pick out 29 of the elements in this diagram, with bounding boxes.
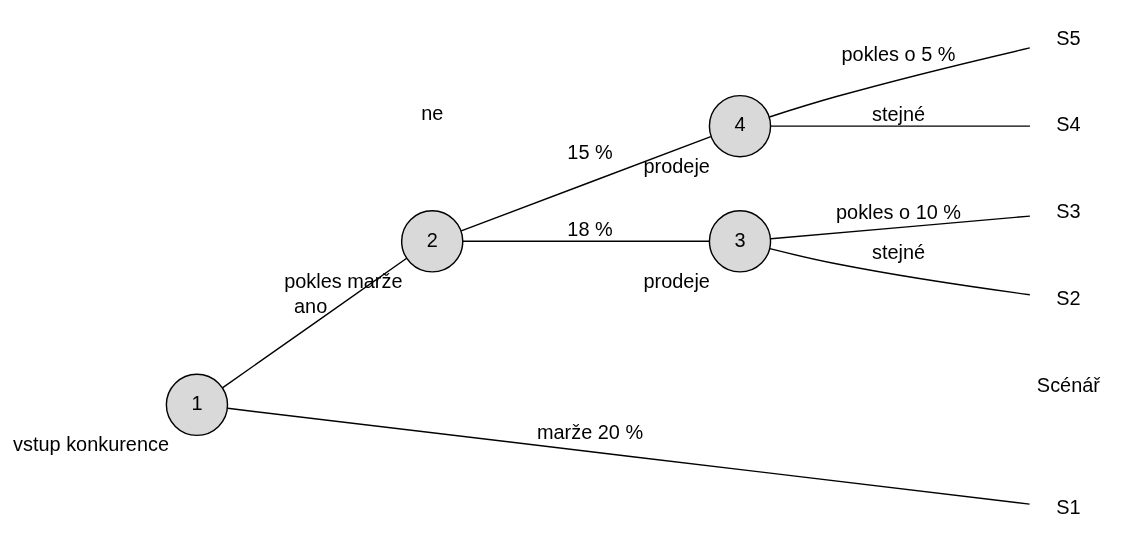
edge-label: marže 20 % — [536, 421, 644, 444]
connector — [460, 135, 712, 232]
edge-label: pokles o 5 % — [841, 43, 956, 66]
node-circle: 1 — [165, 373, 229, 437]
edge-label: stejné — [871, 102, 926, 125]
node-text: S1 — [1056, 495, 1081, 518]
node-label: prodeje — [643, 154, 710, 177]
connector — [227, 407, 1031, 505]
edge-label: ano — [294, 294, 328, 317]
node-circle: 4 — [708, 94, 772, 158]
connector — [769, 247, 1031, 296]
connector — [770, 125, 1031, 127]
edge-label: pokles o 10 % — [836, 200, 961, 223]
node-circle: 2 — [400, 210, 464, 273]
label: Scénář — [1036, 373, 1100, 396]
node-text: S5 — [1056, 26, 1081, 49]
connector — [222, 257, 408, 389]
connector — [768, 47, 1031, 118]
edge-label: stejné — [871, 240, 926, 263]
node-label: prodeje — [643, 269, 710, 292]
node-text: S3 — [1056, 200, 1081, 223]
connector — [462, 240, 711, 242]
edge-label: 18 % — [567, 217, 613, 240]
node-circle: 3 — [708, 210, 772, 273]
node-text: S2 — [1056, 286, 1081, 309]
label: ne — [421, 102, 444, 125]
edge-label: 15 % — [567, 141, 613, 164]
node-text: S4 — [1056, 113, 1081, 136]
connector — [770, 215, 1031, 240]
